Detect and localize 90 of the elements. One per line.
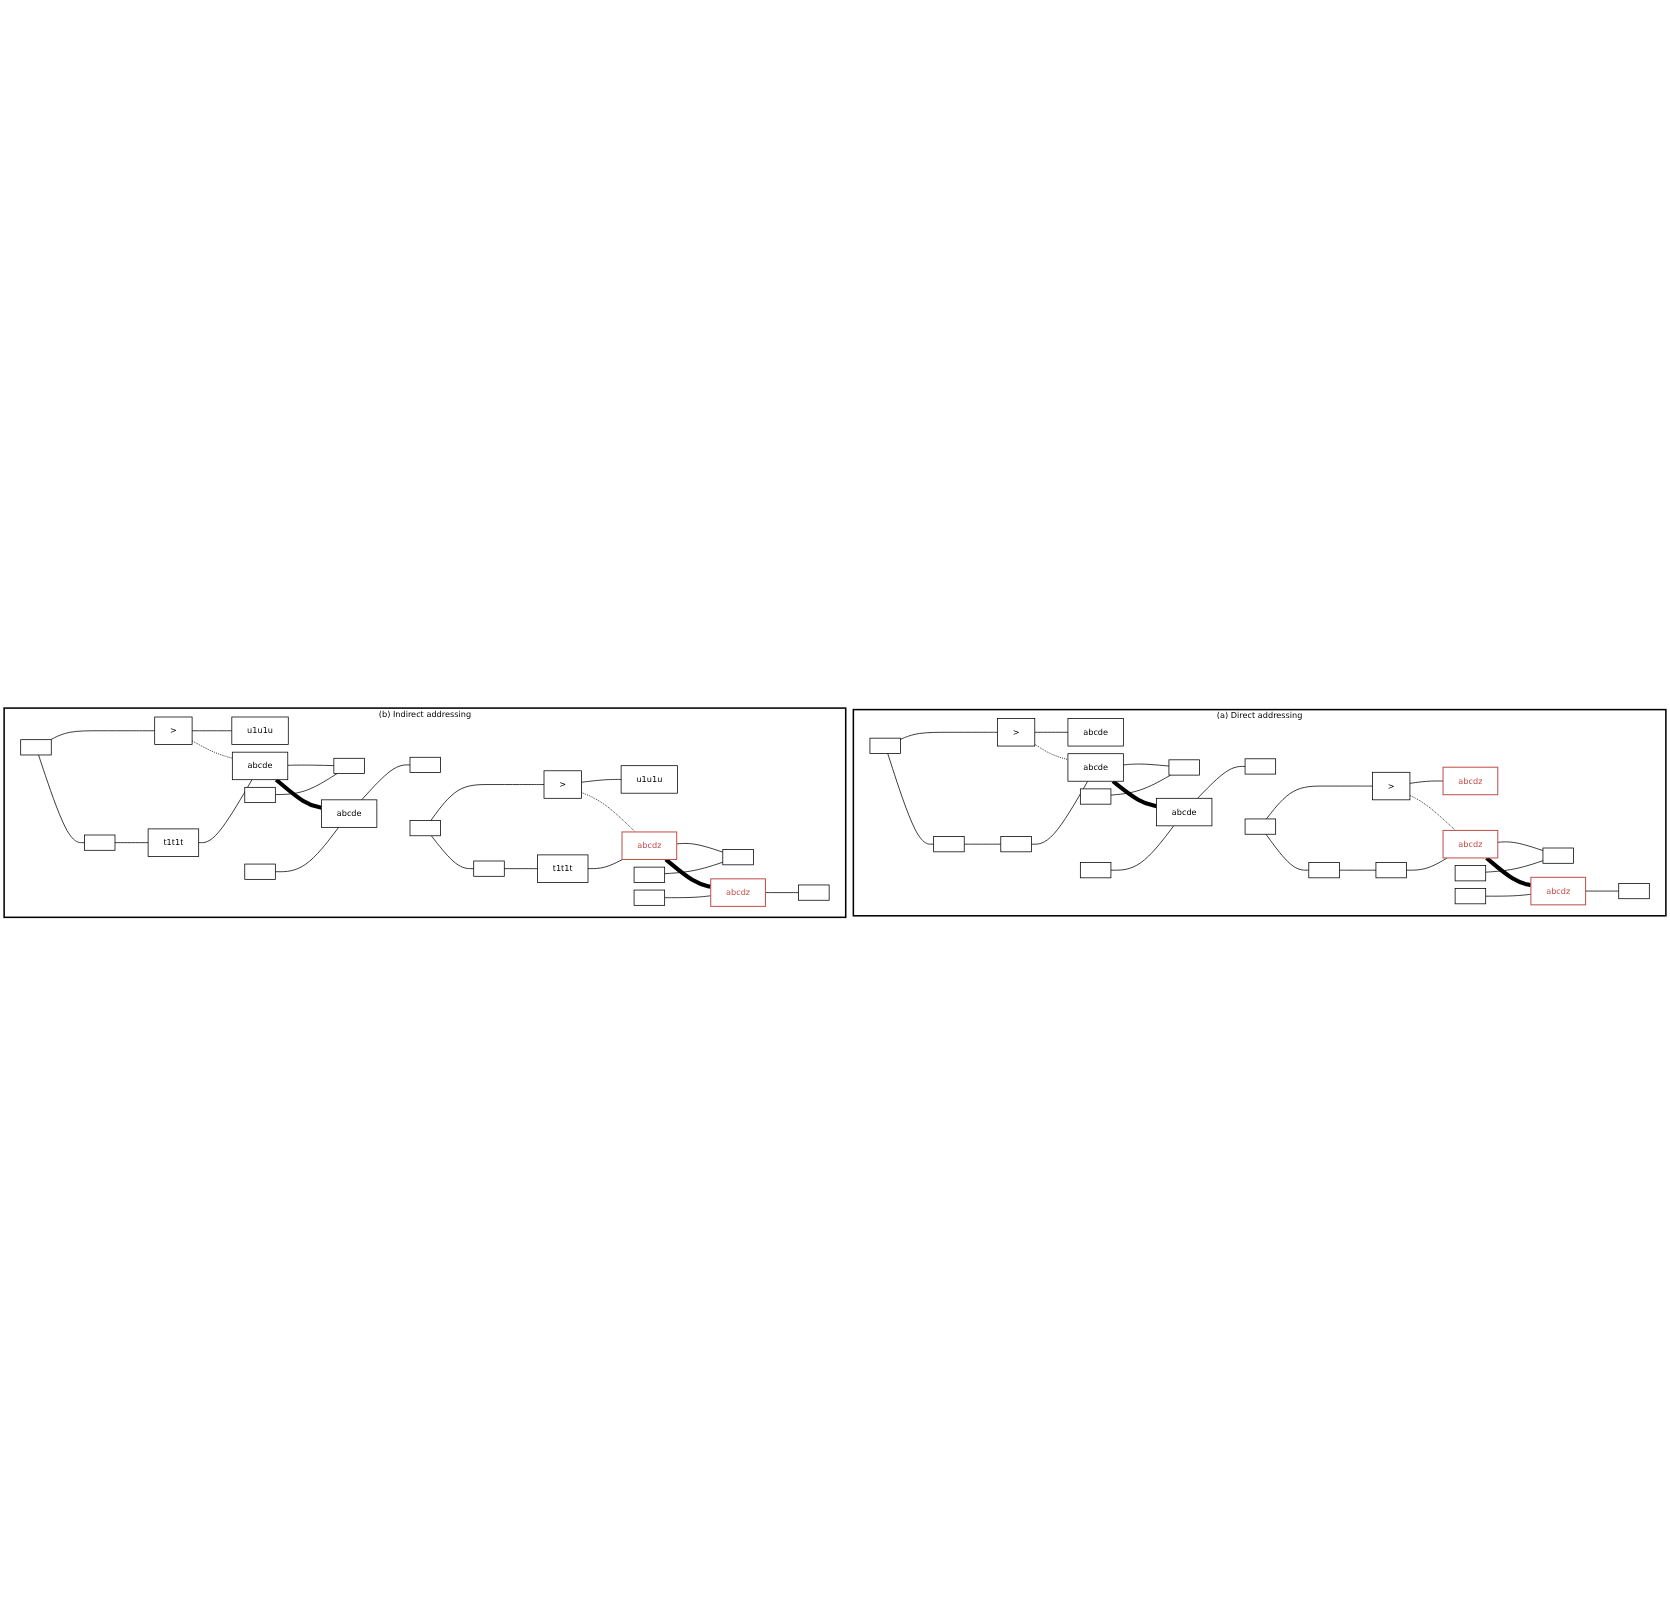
node-box — [20, 738, 52, 755]
connector — [1406, 856, 1448, 870]
node-box — [321, 798, 378, 827]
node-box — [710, 877, 766, 907]
connector — [1485, 893, 1532, 896]
node-box — [1454, 887, 1487, 904]
connector — [1485, 859, 1544, 872]
node-box — [244, 862, 276, 879]
node-box — [1542, 846, 1574, 863]
connector — [1409, 779, 1444, 784]
connector — [430, 834, 475, 869]
node-box — [543, 769, 582, 798]
node-box — [1308, 861, 1340, 878]
connector — [38, 753, 85, 843]
connector — [1266, 784, 1373, 819]
cluster — [852, 708, 1667, 916]
node-box — [1156, 797, 1213, 826]
connector — [430, 783, 545, 821]
connector — [1110, 824, 1175, 870]
connector — [287, 764, 335, 766]
node-box — [1375, 861, 1407, 878]
node-box — [154, 715, 193, 745]
connector — [900, 731, 998, 739]
connector — [1111, 778, 1157, 808]
cluster — [3, 706, 847, 918]
connector — [1034, 743, 1069, 760]
connector — [361, 763, 411, 800]
node-box — [1067, 752, 1124, 781]
connector — [1585, 890, 1620, 891]
connector — [1265, 833, 1310, 870]
node-box — [1079, 861, 1112, 878]
connector — [1339, 869, 1377, 870]
node-box — [1442, 766, 1499, 795]
connector — [1122, 762, 1170, 766]
node-box — [1079, 787, 1112, 804]
node-box — [1244, 757, 1277, 774]
connector — [1485, 855, 1532, 887]
node-box — [333, 757, 365, 774]
node-box — [231, 751, 289, 780]
connector — [114, 841, 149, 843]
connector — [1034, 731, 1069, 732]
node-box — [1372, 771, 1411, 800]
connector — [191, 739, 233, 758]
node-box — [1454, 864, 1487, 881]
connector — [676, 842, 724, 852]
connector — [1110, 774, 1172, 795]
connector — [581, 791, 636, 832]
connector — [1197, 765, 1246, 798]
connector — [191, 729, 233, 731]
node-box — [722, 848, 754, 865]
node-box — [1530, 876, 1587, 905]
node-box — [1618, 882, 1650, 899]
node-box — [244, 786, 276, 803]
node-box — [409, 819, 441, 836]
node-box — [633, 888, 666, 905]
node-box — [1442, 829, 1499, 858]
connector — [1409, 794, 1456, 831]
connector — [1031, 780, 1089, 844]
node-box — [84, 833, 116, 850]
connector — [274, 777, 322, 809]
node-box — [621, 830, 678, 860]
node-box — [620, 764, 678, 793]
connector — [765, 891, 799, 893]
connector — [50, 729, 156, 740]
node-box — [997, 717, 1036, 746]
connector — [664, 857, 712, 888]
node-box — [1067, 717, 1124, 746]
connector — [963, 843, 1002, 844]
connector — [274, 826, 340, 872]
node-box — [798, 883, 830, 900]
node-box — [633, 866, 666, 883]
connector — [887, 752, 935, 844]
connector — [664, 894, 712, 898]
connector — [664, 861, 724, 874]
node-box — [231, 715, 289, 745]
node-box — [869, 737, 901, 754]
node-box — [147, 827, 200, 857]
node-box — [1244, 817, 1277, 834]
node-box — [1168, 758, 1200, 775]
node-box — [537, 853, 589, 883]
connector — [1497, 840, 1544, 851]
node-box — [1000, 835, 1032, 852]
connector — [274, 772, 338, 795]
connector — [503, 867, 538, 869]
node-box — [409, 756, 441, 773]
connector — [587, 858, 623, 869]
node-box — [933, 835, 965, 852]
node-box — [473, 859, 505, 876]
connector — [198, 778, 253, 843]
connector — [581, 778, 622, 782]
